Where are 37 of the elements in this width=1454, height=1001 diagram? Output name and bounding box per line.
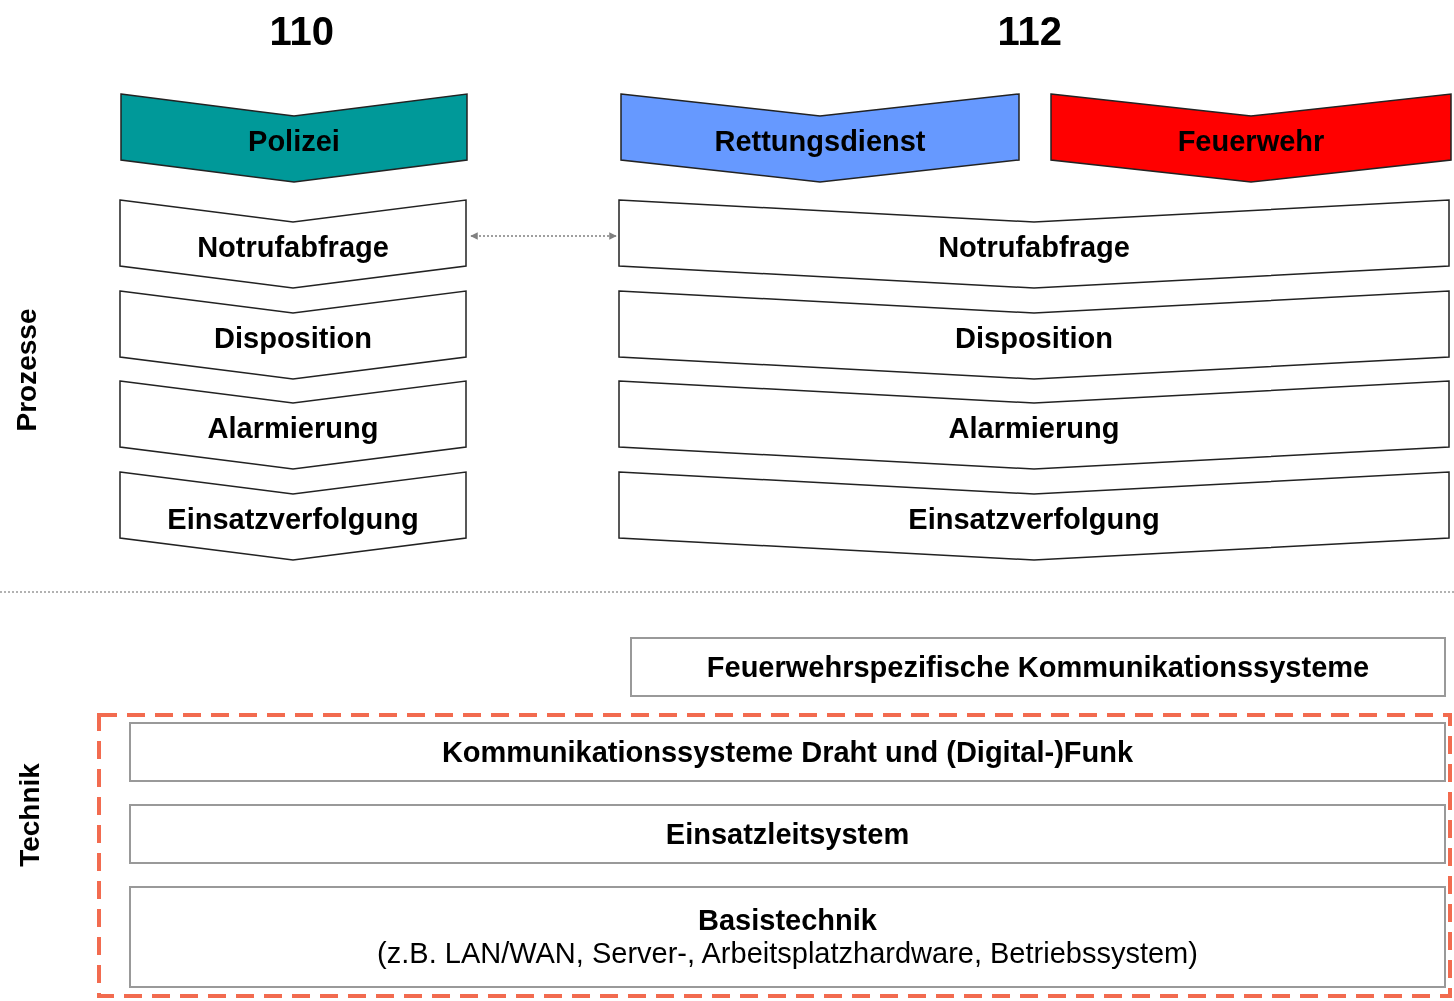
node-label: Feuerwehrspezifische Kommunikationssysteme bbox=[706, 650, 1370, 684]
chevron-shape bbox=[119, 199, 467, 289]
node-label: Alarmierung bbox=[948, 411, 1120, 445]
node-label: Notrufabfrage bbox=[197, 230, 389, 264]
layer-box bbox=[129, 886, 1446, 988]
chevron-shape bbox=[119, 290, 467, 380]
node-label: Basistechnik bbox=[698, 904, 877, 937]
chevron-shape bbox=[618, 290, 1450, 380]
node-label: Kommunikationssysteme Draht und (Digital-)Funk bbox=[441, 735, 1134, 769]
chevron-shape bbox=[119, 380, 467, 470]
node-label: Polizei bbox=[248, 124, 340, 158]
node-label: Einsatzverfolgung bbox=[908, 502, 1160, 536]
chevron-shape bbox=[618, 471, 1450, 561]
layer-box bbox=[630, 637, 1446, 697]
layer-box bbox=[129, 804, 1446, 864]
dashed-frame bbox=[97, 713, 1452, 998]
node-label: Disposition bbox=[955, 321, 1113, 355]
node-label: Rettungsdienst bbox=[714, 124, 926, 158]
service-banner bbox=[120, 93, 468, 183]
chevron-shape bbox=[618, 380, 1450, 470]
node-label: Disposition bbox=[214, 321, 372, 355]
service-banner bbox=[1050, 93, 1452, 183]
node-label: Einsatzverfolgung bbox=[167, 502, 419, 536]
layer-box bbox=[129, 722, 1446, 782]
node-label: Feuerwehr bbox=[1177, 124, 1325, 158]
node-label: Alarmierung bbox=[207, 411, 379, 445]
column-heading: 112 bbox=[997, 8, 1063, 54]
double-arrow bbox=[470, 232, 617, 240]
chevron-shape bbox=[119, 471, 467, 561]
node-label: Notrufabfrage bbox=[938, 230, 1130, 264]
chevron-shape bbox=[618, 199, 1450, 289]
node-note: (z.B. LAN/WAN, Server-, Arbeitsplatzhardware, Betriebssystem) bbox=[377, 937, 1198, 970]
section-label: Prozesse bbox=[11, 308, 43, 432]
column-heading: 110 bbox=[269, 8, 335, 54]
service-banner bbox=[620, 93, 1020, 183]
section-label: Technik bbox=[13, 763, 46, 867]
node-label: Einsatzleitsystem bbox=[665, 817, 910, 851]
